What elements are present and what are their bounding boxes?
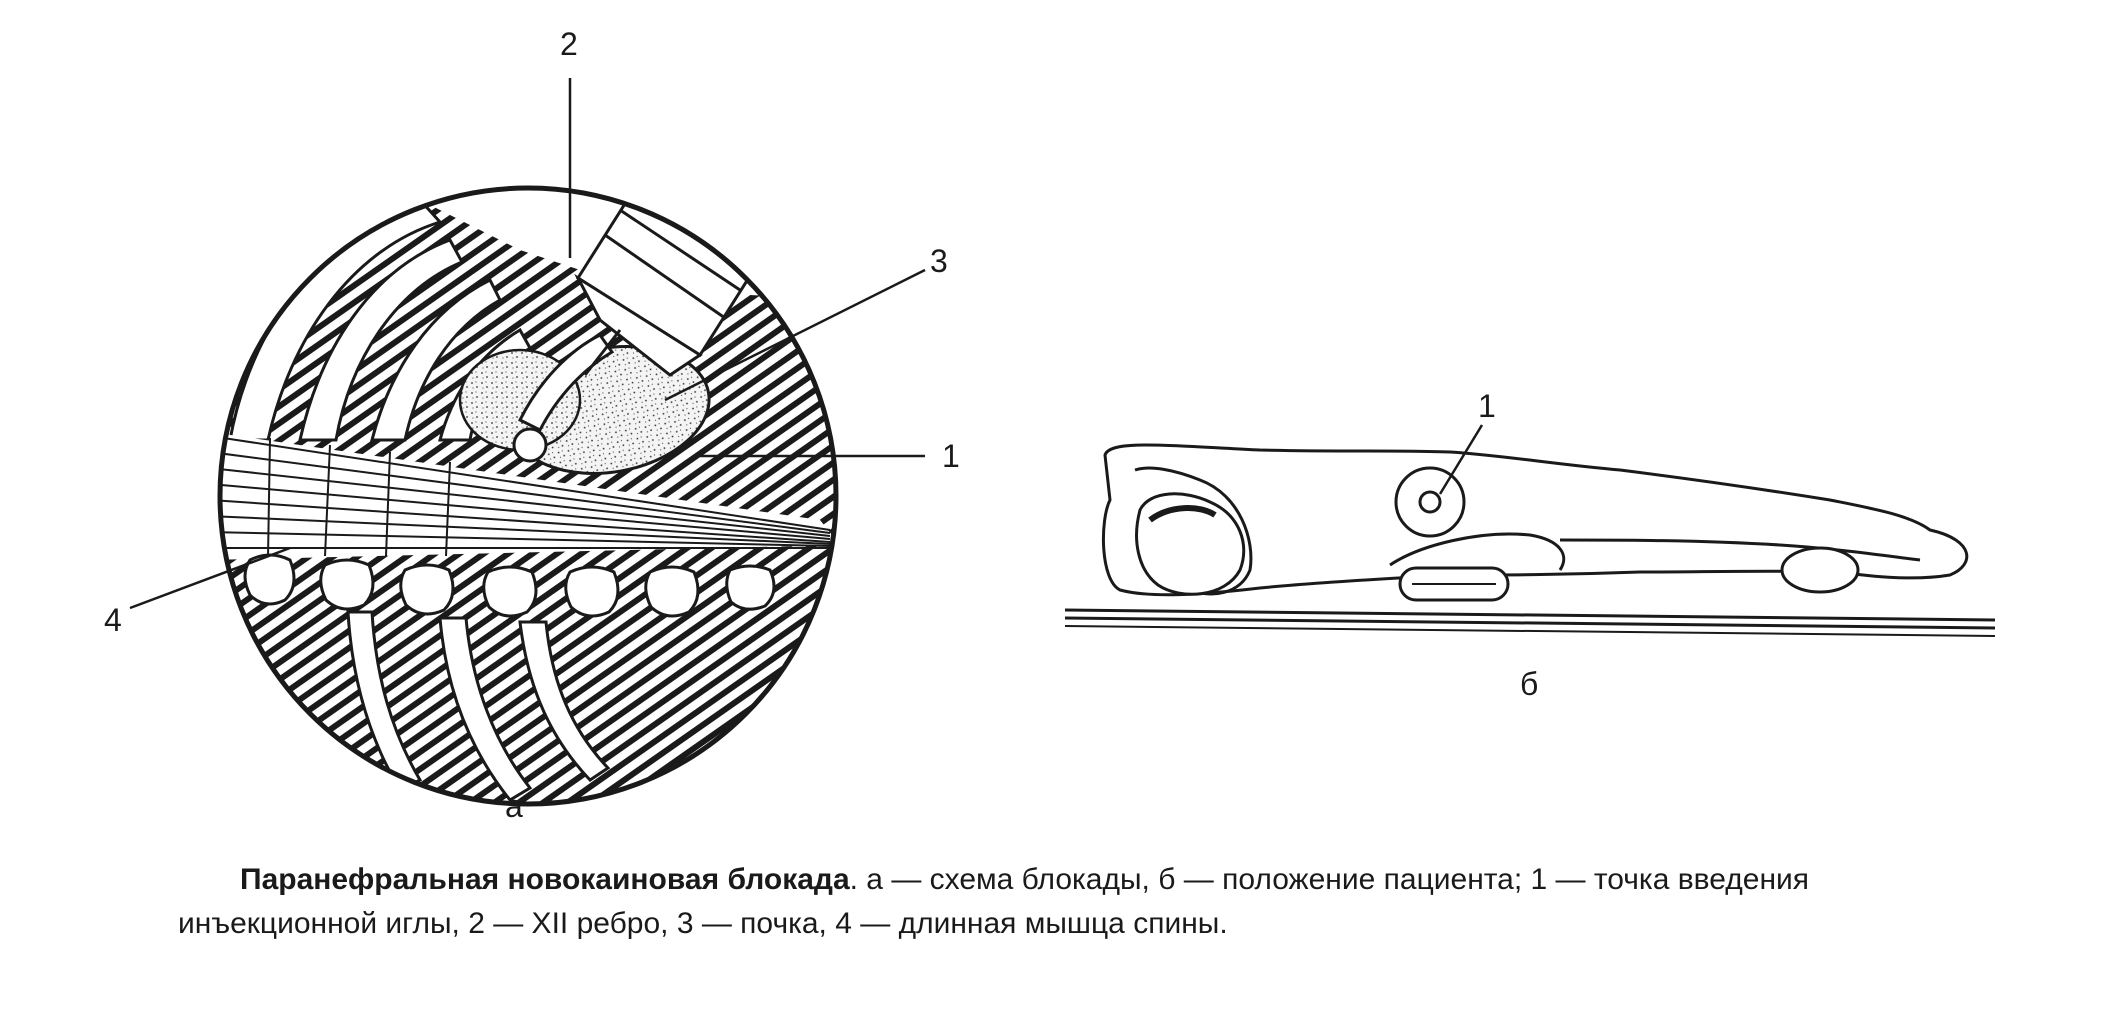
panel-letter-a: а <box>505 788 523 824</box>
panel-a-scheme <box>129 78 926 807</box>
patient-forearm <box>1389 532 1566 571</box>
label-2: 2 <box>560 26 578 62</box>
label-1: 1 <box>942 438 960 474</box>
muscle-fibres <box>220 435 831 559</box>
panel-b-patient <box>1064 424 1996 637</box>
patient-head <box>1135 492 1246 596</box>
patient-body <box>1102 443 1969 597</box>
spine <box>243 553 776 618</box>
caption-line-1: Паранефральная новокаиновая блокада. а —… <box>240 858 2040 902</box>
figure-caption: Паранефральная новокаиновая блокада. а —… <box>178 858 2040 946</box>
rib-xii <box>517 333 615 433</box>
patient-legs <box>1559 538 1921 562</box>
caption-title: Паранефральная новокаиновая блокада <box>240 863 850 896</box>
table-top <box>1064 608 1996 622</box>
caption-text-1: . а — схема блокады, б — положение пацие… <box>849 863 1810 896</box>
table-bottom <box>1064 625 1996 637</box>
leader-line-b1 <box>1438 424 1484 495</box>
label-3: 3 <box>930 243 948 279</box>
caption-text-2: инъекционной иглы, 2 — XII ребро, 3 — по… <box>178 907 1228 940</box>
rib-xii-tip <box>512 427 548 463</box>
table-edge <box>1064 616 1996 630</box>
lower-ribs <box>346 610 611 802</box>
leader-lines <box>129 78 926 610</box>
label-4: 4 <box>104 602 122 638</box>
patient-knee <box>1780 546 1860 594</box>
patient-arm <box>1134 466 1253 596</box>
injection-point <box>1418 490 1442 514</box>
scheme-circle-outline <box>217 185 839 807</box>
panel-letter-b: б <box>1520 666 1539 702</box>
patient-hair <box>1148 505 1217 523</box>
caption-line-2: инъекционной иглы, 2 — XII ребро, 3 — по… <box>178 902 2040 946</box>
long-back-muscle <box>220 432 836 560</box>
label-b-1: 1 <box>1478 388 1496 424</box>
